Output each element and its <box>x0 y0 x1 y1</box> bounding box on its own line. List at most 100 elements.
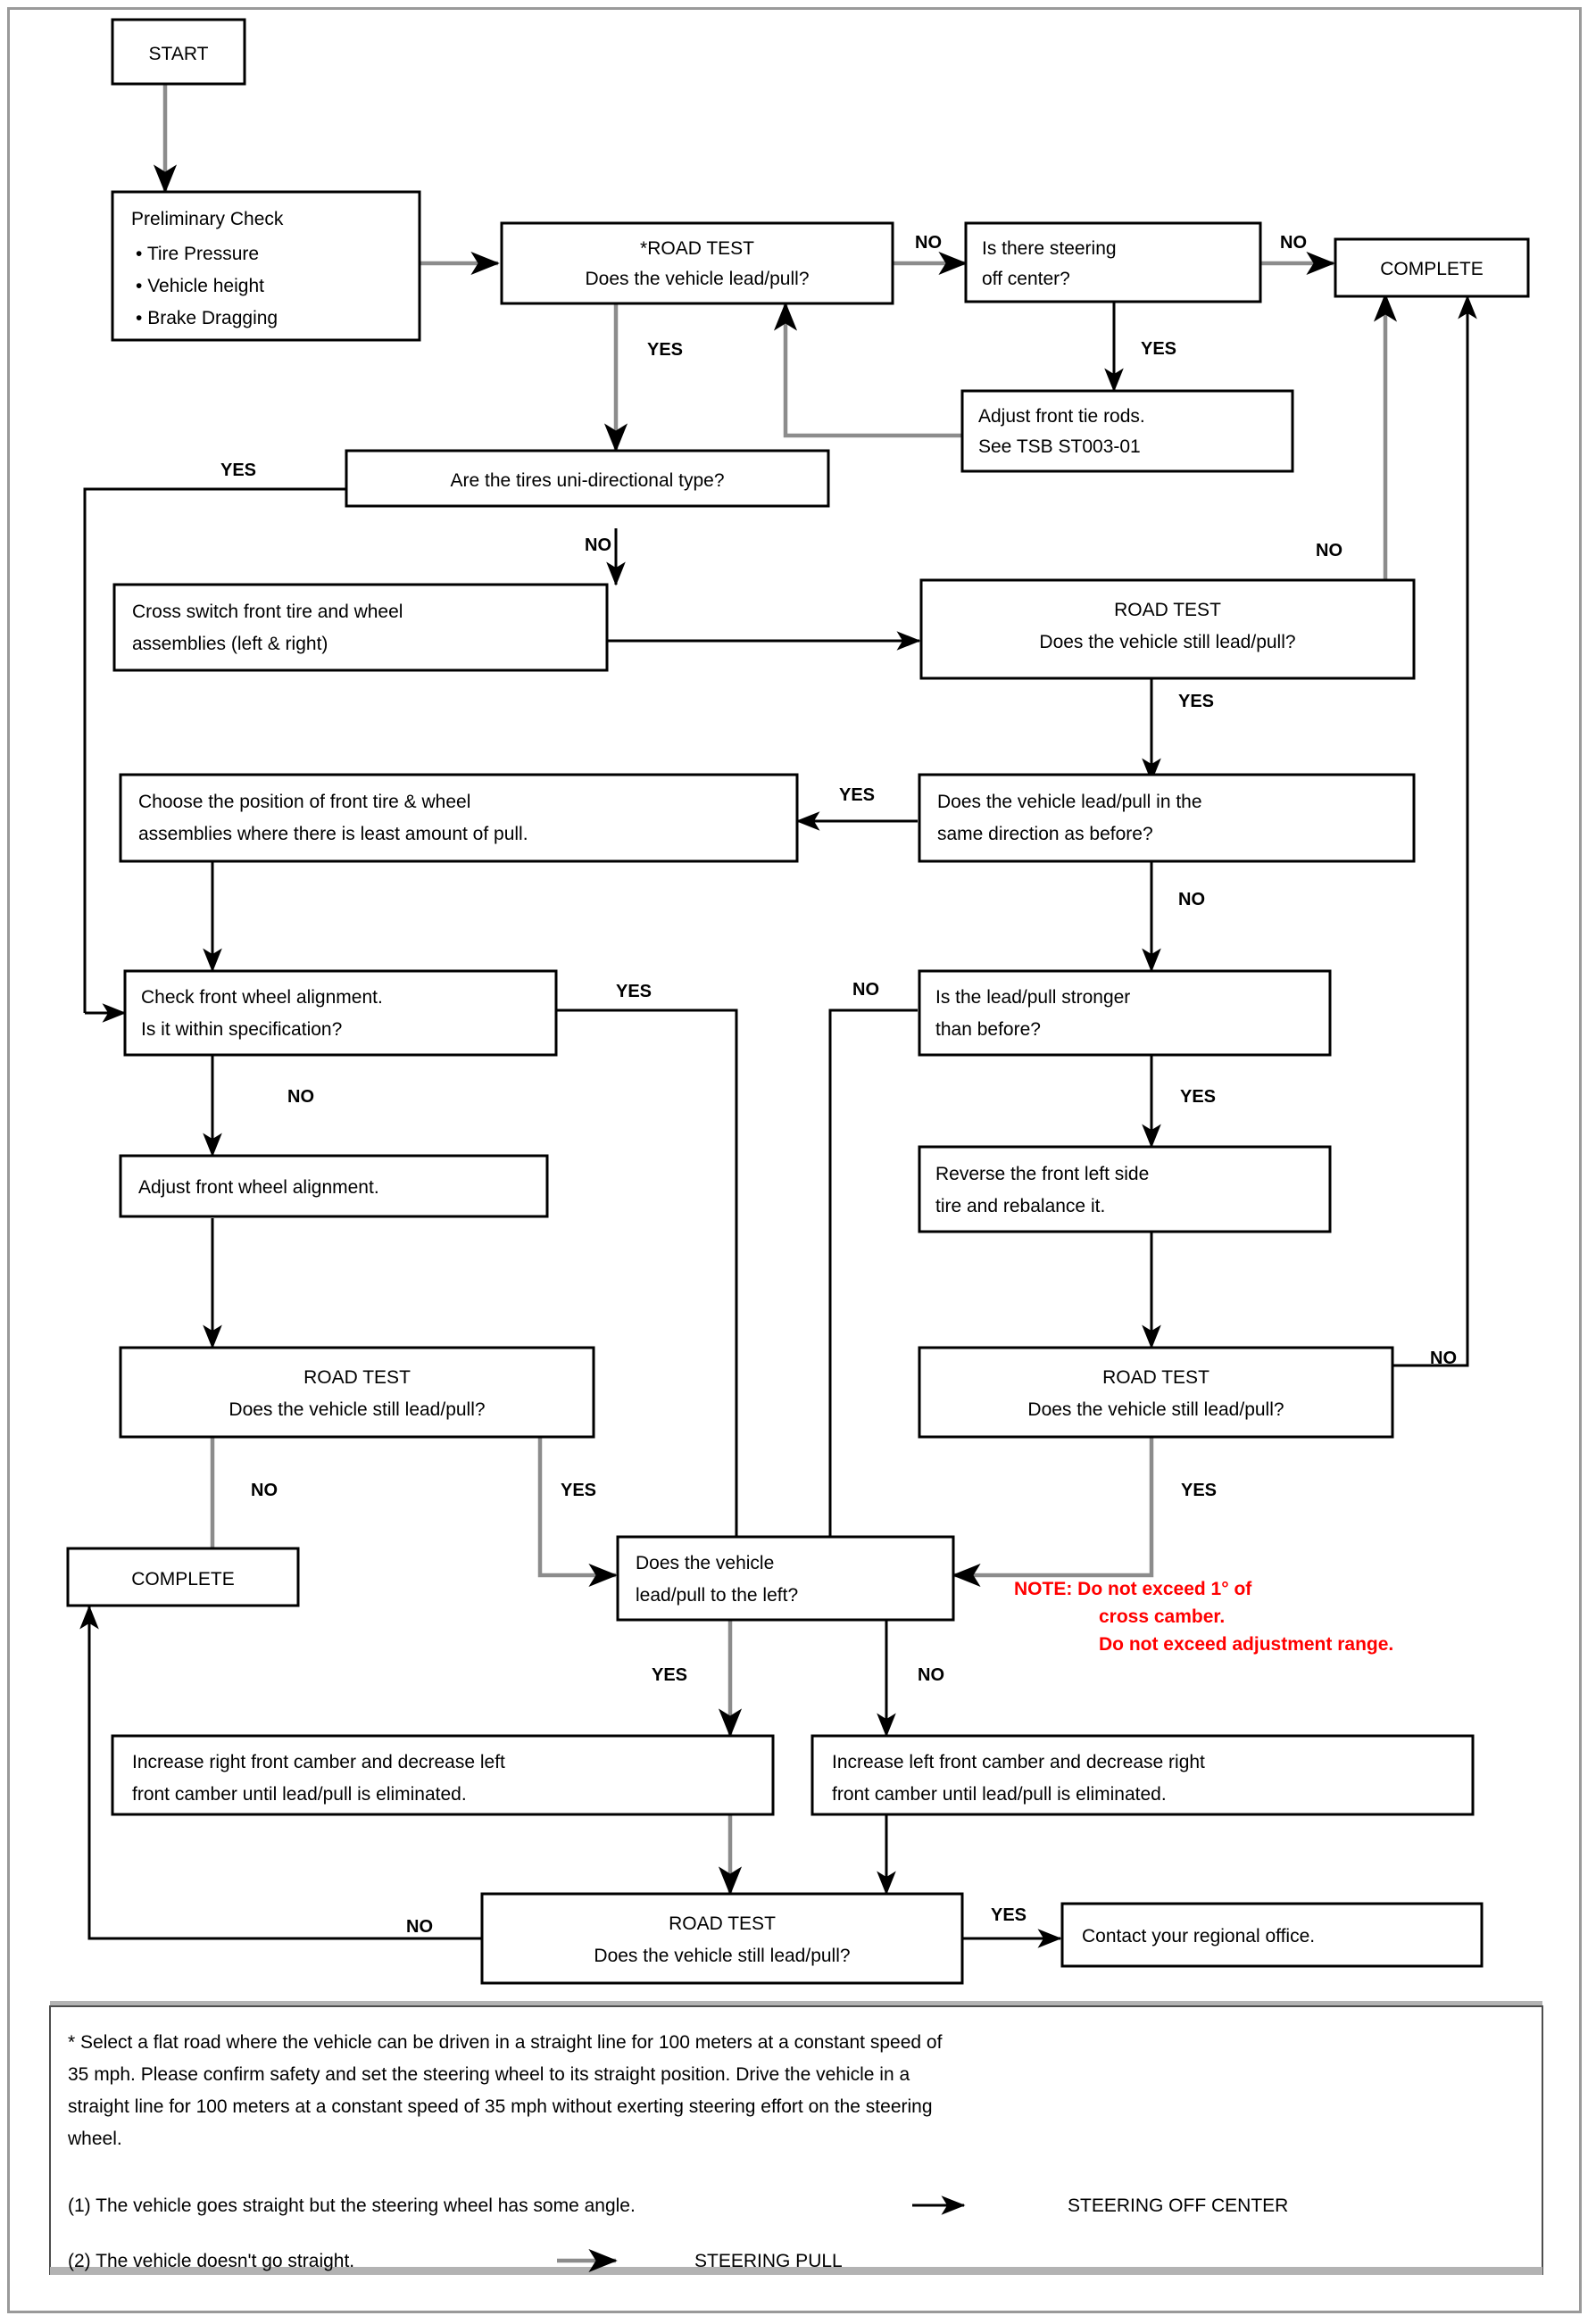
node-stronger-line2: than before? <box>935 1019 1041 1040</box>
footnote-item2-text: (2) The vehicle doesn't go straight. <box>68 2251 354 2271</box>
footnote-item1-text: (1) The vehicle goes straight but the st… <box>68 2195 636 2216</box>
node-check-alignment-line2: Is it within specification? <box>141 1019 342 1040</box>
footnote-box <box>49 2005 1543 2275</box>
edge-checkalignment-yes-path <box>556 1008 738 1557</box>
edge-label-roadtest3-no: NO <box>251 1481 278 1500</box>
node-road-test-5-line2: Does the vehicle still lead/pull? <box>594 1946 850 1966</box>
node-road-test-4-line2: Does the vehicle still lead/pull? <box>1027 1399 1284 1420</box>
node-complete-top[interactable] <box>1334 237 1530 298</box>
edge-label-roadtest5-yes: YES <box>991 1905 1027 1925</box>
edge-unidirectional-yes-path <box>83 487 346 1013</box>
edge-label-steeringoffcenter-yes: YES <box>1141 339 1176 359</box>
node-pull-left-line1: Does the vehicle <box>636 1553 774 1573</box>
node-uni-directional-label: Are the tires uni-directional type? <box>451 470 725 491</box>
node-uni-directional[interactable] <box>345 449 830 508</box>
node-complete-bottom-label: COMPLETE <box>131 1569 235 1589</box>
node-choose-position-line2: assemblies where there is least amount o… <box>138 824 528 844</box>
node-camber-left[interactable] <box>810 1734 1475 1816</box>
edge-roadtest4-no <box>1392 295 1477 1367</box>
node-preliminary-item-2: • Brake Dragging <box>136 308 278 328</box>
footnote-item2-result: STEERING PULL <box>694 2251 843 2271</box>
node-road-test-5[interactable] <box>480 1892 964 1985</box>
node-same-direction[interactable] <box>918 773 1416 863</box>
node-preliminary-title: Preliminary Check <box>131 209 284 229</box>
node-road-test-2-line1: ROAD TEST <box>1114 600 1221 620</box>
note-line1: NOTE: Do not exceed 1° of <box>1014 1579 1252 1599</box>
node-road-test-1[interactable] <box>500 221 894 305</box>
edge-roadtest3-yes <box>537 1437 618 1588</box>
node-road-test-4[interactable] <box>918 1346 1394 1439</box>
node-road-test-1-line2: Does the vehicle lead/pull? <box>586 269 810 289</box>
node-reverse-tire[interactable] <box>918 1145 1332 1233</box>
node-camber-right-line2: front camber until lead/pull is eliminat… <box>132 1784 467 1805</box>
edge-label-roadtest1-yes: YES <box>647 340 683 360</box>
edge-label-unidirectional-no: NO <box>585 535 611 555</box>
node-same-direction-line2: same direction as before? <box>937 824 1153 844</box>
footnote-paragraph-line4: wheel. <box>67 2129 122 2149</box>
node-road-test-2-line2: Does the vehicle still lead/pull? <box>1039 632 1295 652</box>
node-cross-switch-line1: Cross switch front tire and wheel <box>132 602 403 622</box>
edge-label-stronger-yes: YES <box>1180 1087 1216 1107</box>
edge-label-pullleft-yes: YES <box>652 1665 687 1685</box>
node-preliminary-check[interactable] <box>111 190 421 342</box>
node-complete-bottom[interactable] <box>66 1547 300 1607</box>
node-adjust-alignment[interactable] <box>119 1154 549 1218</box>
node-stronger[interactable] <box>918 969 1332 1057</box>
node-camber-left-line2: front camber until lead/pull is eliminat… <box>832 1784 1167 1805</box>
node-choose-position-line1: Choose the position of front tire & whee… <box>138 792 470 812</box>
footnote-box-bottom-shadow <box>50 2267 1542 2275</box>
edge-label-steeringoffcenter-no: NO <box>1280 233 1307 253</box>
node-camber-right[interactable] <box>111 1734 775 1816</box>
edge-label-roadtest4-no: NO <box>1430 1349 1457 1368</box>
node-complete-top-label: COMPLETE <box>1380 259 1484 279</box>
node-adjust-tie-rods-line2: See TSB ST003-01 <box>978 436 1141 457</box>
node-road-test-1-line1: *ROAD TEST <box>640 238 754 259</box>
node-reverse-tire-line2: tire and rebalance it. <box>935 1196 1105 1216</box>
node-road-test-3-line2: Does the vehicle still lead/pull? <box>229 1399 485 1420</box>
node-adjust-tie-rods-line1: Adjust front tie rods. <box>978 406 1145 427</box>
node-cross-switch[interactable] <box>112 583 609 672</box>
edge-label-checkalignment-yes: YES <box>616 982 652 1001</box>
node-same-direction-line1: Does the vehicle lead/pull in the <box>937 792 1202 812</box>
node-check-alignment[interactable] <box>123 969 558 1057</box>
node-adjust-alignment-label: Adjust front wheel alignment. <box>138 1177 379 1198</box>
edge-tierods-to-roadtest1 <box>773 302 962 438</box>
node-check-alignment-line1: Check front wheel alignment. <box>141 987 383 1008</box>
footnote-paragraph-line3: straight line for 100 meters at a consta… <box>68 2096 933 2117</box>
node-road-test-2[interactable] <box>919 578 1416 680</box>
note-line2: cross camber. <box>1099 1606 1225 1627</box>
note-line3: Do not exceed adjustment range. <box>1099 1634 1393 1655</box>
node-preliminary-item-0: • Tire Pressure <box>136 244 259 264</box>
node-camber-right-line1: Increase right front camber and decrease… <box>132 1752 505 1772</box>
node-steering-off-center-line2: off center? <box>982 269 1070 289</box>
node-regional-office-label: Contact your regional office. <box>1082 1926 1315 1946</box>
edge-label-roadtest1-no: NO <box>915 233 942 253</box>
edge-label-roadtest2-no: NO <box>1316 541 1342 560</box>
node-camber-left-line1: Increase left front camber and decrease … <box>832 1752 1205 1772</box>
node-choose-position[interactable] <box>119 773 799 863</box>
node-reverse-tire-line1: Reverse the front left side <box>935 1164 1149 1184</box>
node-steering-off-center[interactable] <box>964 221 1262 303</box>
edge-label-unidirectional-yes: YES <box>220 461 256 480</box>
node-road-test-3[interactable] <box>119 1346 595 1439</box>
node-start-label: START <box>149 44 209 64</box>
edge-label-roadtest4-yes: YES <box>1181 1481 1217 1500</box>
footnote-item1-result: STEERING OFF CENTER <box>1068 2195 1288 2216</box>
node-road-test-3-line1: ROAD TEST <box>303 1367 411 1388</box>
node-adjust-tie-rods[interactable] <box>960 389 1294 473</box>
node-road-test-4-line1: ROAD TEST <box>1102 1367 1209 1388</box>
footnote-paragraph-line2: 35 mph. Please confirm safety and set th… <box>68 2064 910 2085</box>
edge-label-stronger-no: NO <box>852 980 879 1000</box>
edge-stronger-no-path <box>828 1008 918 1557</box>
node-pull-left[interactable] <box>616 1535 955 1622</box>
node-preliminary-item-1: • Vehicle height <box>136 276 264 296</box>
node-start[interactable] <box>111 18 246 86</box>
node-regional-office[interactable] <box>1060 1902 1484 1968</box>
node-road-test-5-line1: ROAD TEST <box>669 1913 776 1934</box>
edge-label-roadtest5-no: NO <box>406 1917 433 1937</box>
edge-label-checkalignment-no: NO <box>287 1087 314 1107</box>
node-cross-switch-line2: assemblies (left & right) <box>132 634 328 654</box>
edge-label-roadtest2-yes: YES <box>1178 692 1214 711</box>
